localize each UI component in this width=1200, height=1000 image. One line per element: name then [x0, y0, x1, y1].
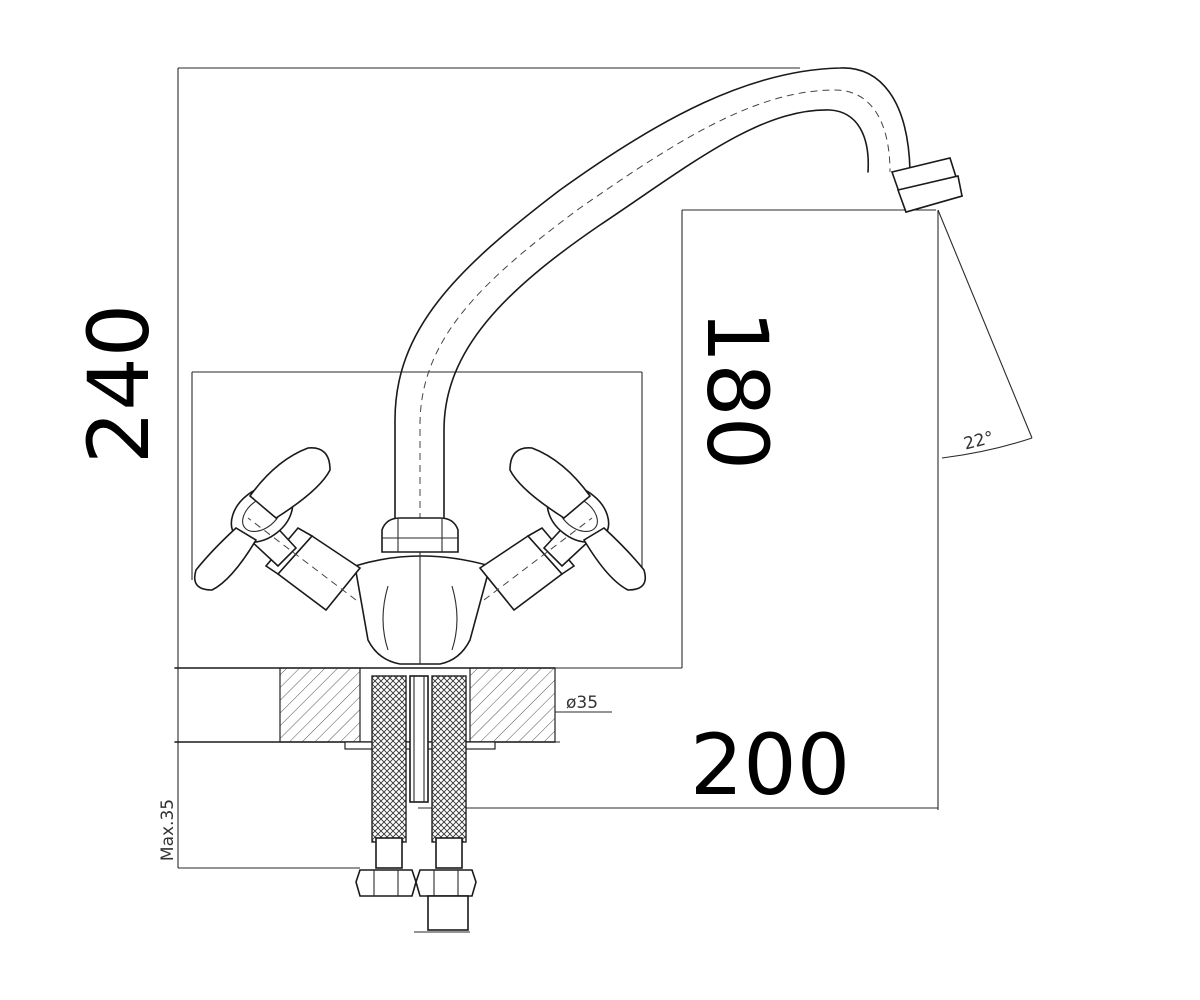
right-handle — [478, 447, 647, 612]
spout-height-label: 180 — [688, 310, 786, 470]
spout-reach-label: 200 — [690, 716, 850, 814]
supply-hoses — [355, 675, 477, 931]
swivel-angle-label: 22° — [962, 428, 996, 455]
valve-body — [354, 552, 491, 665]
spout — [381, 67, 964, 553]
height-total-label: 240 — [70, 304, 168, 464]
hole-diameter-label: ø35 — [566, 693, 598, 713]
countertop-section — [174, 667, 556, 750]
deck-thickness-label: Max.35 — [158, 799, 178, 861]
left-handle — [193, 447, 362, 612]
